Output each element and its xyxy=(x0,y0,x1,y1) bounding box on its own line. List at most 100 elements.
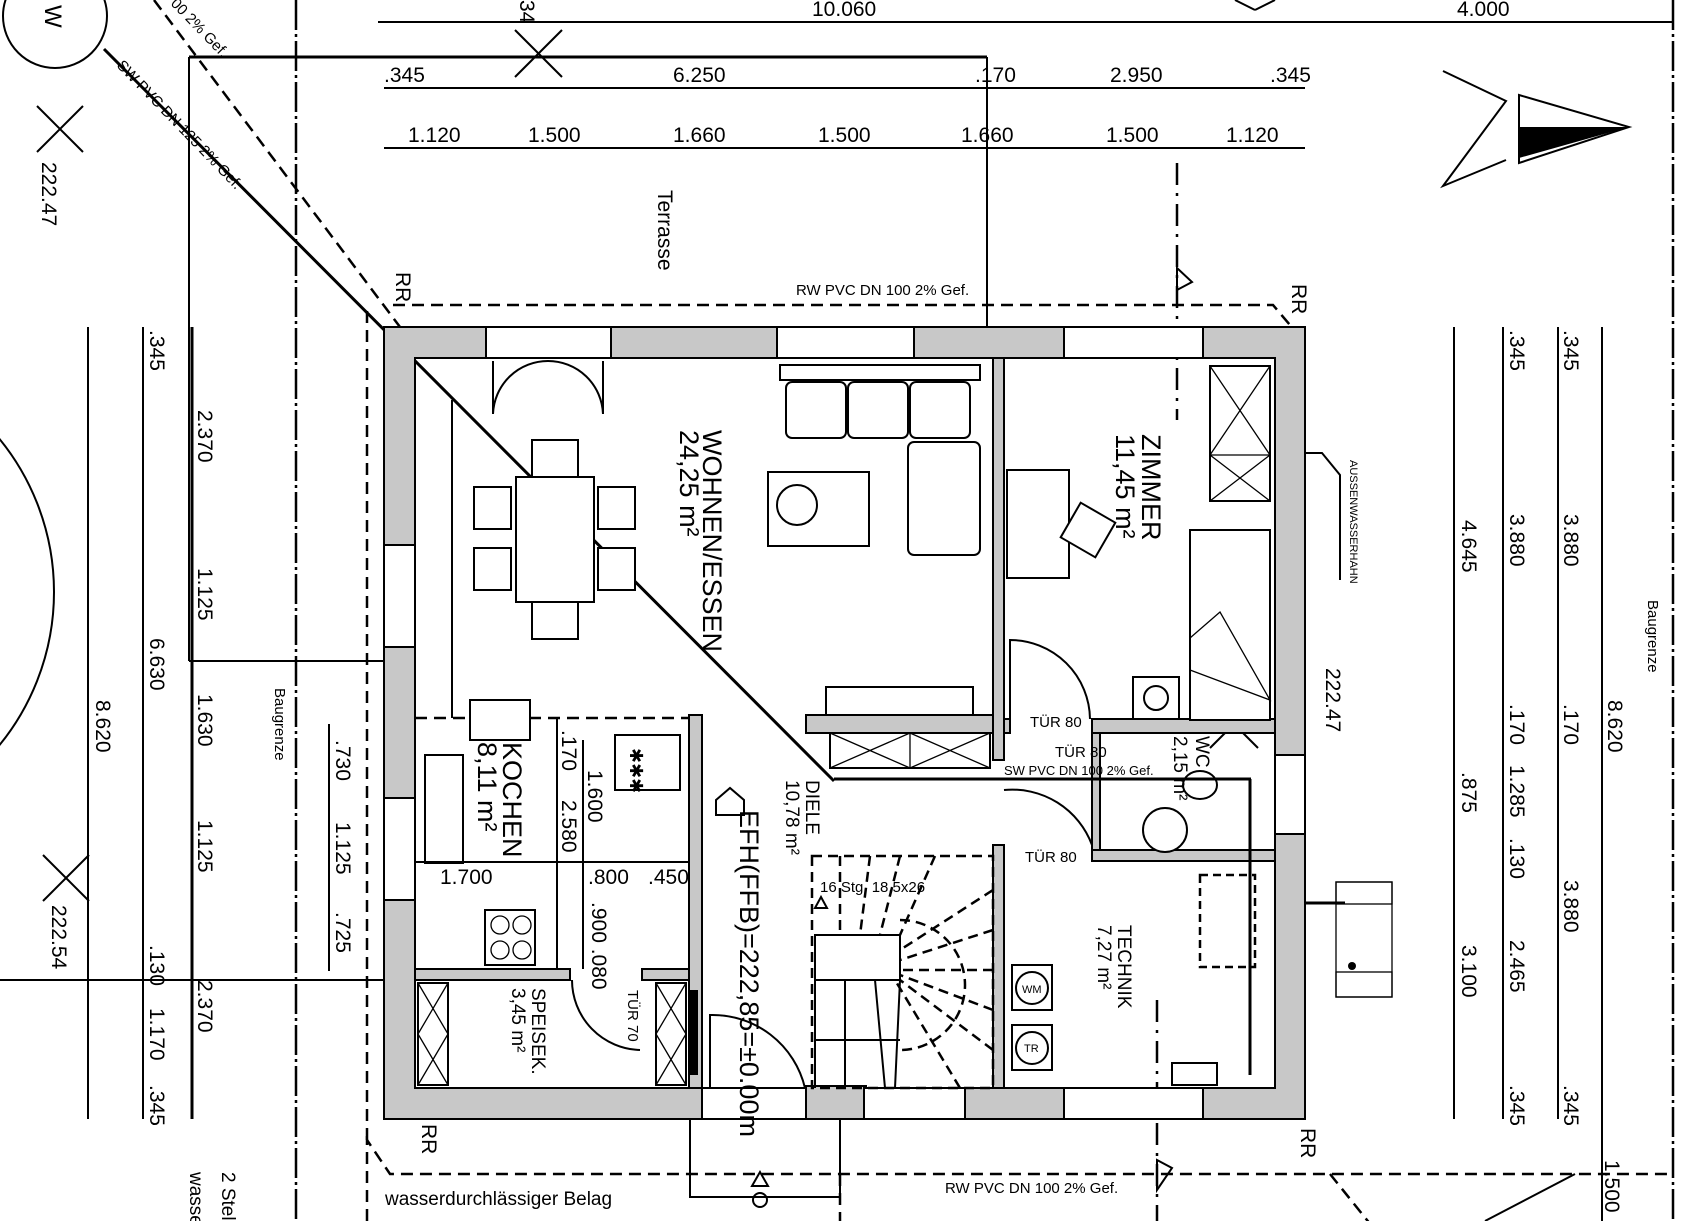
dim-right-c: 3.880 xyxy=(1559,880,1582,933)
bed xyxy=(1189,529,1271,721)
room-name-diele: DIELE xyxy=(801,780,822,835)
elevation-right: 222.47 xyxy=(1321,668,1344,732)
parking-label-1: 2 Stellp xyxy=(217,1172,238,1221)
burner-icon xyxy=(512,915,532,935)
kitchen-dim: .900 .080 xyxy=(587,902,610,990)
sink xyxy=(424,754,464,864)
dryer-label: TR xyxy=(1024,1043,1039,1055)
windows xyxy=(383,326,1306,1120)
dim-row2: 1.120 xyxy=(408,124,461,147)
dim-right-b: 2.465 xyxy=(1505,940,1528,993)
stove xyxy=(614,734,681,791)
kitchen-dim: .170 xyxy=(557,730,580,771)
stove-burners-icon: ✱✱✱ xyxy=(626,748,646,793)
coffee-table xyxy=(767,471,870,547)
dim-right-c: .170 xyxy=(1559,704,1582,745)
wall-wohnen-zimmer xyxy=(992,357,1005,761)
burner-icon xyxy=(490,940,510,960)
dim-right-c: .345 xyxy=(1559,1085,1582,1126)
dim-left-inner: 1.125 xyxy=(193,568,216,621)
chair xyxy=(473,547,512,591)
dim-left-mid: 6.630 xyxy=(145,638,168,691)
wall-wc-technik xyxy=(1091,849,1276,862)
sewer-main-line xyxy=(102,47,836,783)
rr-label: RR xyxy=(1296,1128,1319,1158)
toilet-icon xyxy=(1142,807,1188,853)
shelf-cross-icon xyxy=(417,982,449,1086)
staircase xyxy=(810,854,995,1090)
window-bottom-stair xyxy=(863,1087,966,1120)
rr-label: RR xyxy=(417,1124,440,1154)
tree-arc xyxy=(0,438,55,746)
terrace-door-swing xyxy=(492,360,604,415)
dim-left-mid: .130 xyxy=(145,945,168,986)
left-dimensions: 8.620 .345 6.630 .130 1.170 .345 2.370 1… xyxy=(87,327,354,1126)
dryer-drum-icon xyxy=(1015,1031,1049,1065)
dim-right-d: 8.620 xyxy=(1603,700,1626,753)
entrance-opening xyxy=(701,1087,807,1120)
room-area-technik: 7,27 m² xyxy=(1093,925,1114,989)
chair xyxy=(597,486,636,530)
dim-right-c: 3.880 xyxy=(1559,514,1582,567)
dim-left-inner: 2.370 xyxy=(193,980,216,1033)
dim-right-a: .875 xyxy=(1457,772,1480,813)
stairs-label: 16 Stg. 18,5x26 xyxy=(820,879,925,896)
floor-level-label: EFH(FFB)=222,85=±0.00m xyxy=(734,810,764,1137)
dim-row1: 2.950 xyxy=(1110,64,1163,87)
dim-right: 4.000 xyxy=(1457,0,1510,21)
window-left-2 xyxy=(383,797,416,901)
room-area-speisek: 3,45 m² xyxy=(507,988,528,1052)
rain-pipe-bottom-label: RW PVC DN 100 2% Gef. xyxy=(945,1180,1118,1197)
dim-row1: 6.250 xyxy=(673,64,726,87)
baugrenze-left-label: Baugrenze xyxy=(271,688,288,761)
dim-partial: 34 xyxy=(515,0,538,24)
window-left-1 xyxy=(383,544,416,648)
kitchen-dim: 2.580 xyxy=(557,800,580,853)
room-name-wc: WC xyxy=(1191,736,1212,768)
dim-left-window: .730 xyxy=(331,740,354,781)
wall-diele-stair xyxy=(805,1085,867,1120)
manhole-circle xyxy=(2,0,108,69)
burner-icon xyxy=(490,915,510,935)
dim-right-b: 1.285 xyxy=(1505,765,1528,818)
speisek-door-swing xyxy=(571,979,641,1051)
baugrenze-right-label: Baugrenze xyxy=(1644,600,1661,673)
nightstand xyxy=(1132,676,1180,720)
sofa-seat xyxy=(785,381,847,439)
outdoor-tap-label: AUSSENWASSERHAHN xyxy=(1347,460,1359,584)
room-labels: WOHNEN/ESSEN 24,25 m² ZIMMER 11,45 m² KO… xyxy=(440,430,1212,1137)
section-marker-bottom-icon xyxy=(1156,1158,1174,1194)
room-name-zimmer: ZIMMER xyxy=(1136,434,1166,540)
washer-label: WM xyxy=(1022,984,1042,996)
wall-zimmer-wc-left xyxy=(1003,718,1011,734)
dim-left-inner: 2.370 xyxy=(193,410,216,463)
section-marker-top-icon xyxy=(1176,265,1194,292)
wc-door-swing xyxy=(1003,788,1093,846)
room-name-speisek: SPEISEK. xyxy=(527,988,548,1075)
kitchen-dim: 1.700 xyxy=(440,866,493,889)
dim-row2: 1.660 xyxy=(673,124,726,147)
room-name-wohnen: WOHNEN/ESSEN xyxy=(697,430,727,652)
bottom-right-dim: 1.500 xyxy=(1600,1160,1623,1213)
boiler xyxy=(1198,873,1257,969)
site-labels: SW PVC DN 125 2% Gef. 00 2% Gef. Terrass… xyxy=(37,0,1661,1221)
dim-left-mid: .345 xyxy=(145,330,168,371)
wall-zimmer-wc xyxy=(1091,718,1276,734)
elevation-left-bottom: 222.54 xyxy=(47,905,70,970)
building-walls xyxy=(383,326,1306,1120)
dim-left-mid: 1.170 xyxy=(145,1008,168,1061)
zimmer-door-swing xyxy=(1009,638,1091,720)
room-area-diele: 10,78 m² xyxy=(781,780,802,855)
sofa-back xyxy=(779,364,981,381)
stair-arrow-icon xyxy=(813,894,829,909)
dim-right-b: .345 xyxy=(1505,1085,1528,1126)
furniture: ✱✱✱ xyxy=(415,360,1272,1090)
gully-icon xyxy=(752,1192,768,1208)
kitchen-dim: 1.600 xyxy=(583,770,606,823)
room-name-technik: TECHNIK xyxy=(1113,925,1134,1009)
rain-pipe-top xyxy=(393,303,1291,326)
rr-label: RR xyxy=(1287,284,1310,314)
dim-right-b: 3.880 xyxy=(1505,514,1528,567)
sewer-dashed-line xyxy=(153,0,401,328)
